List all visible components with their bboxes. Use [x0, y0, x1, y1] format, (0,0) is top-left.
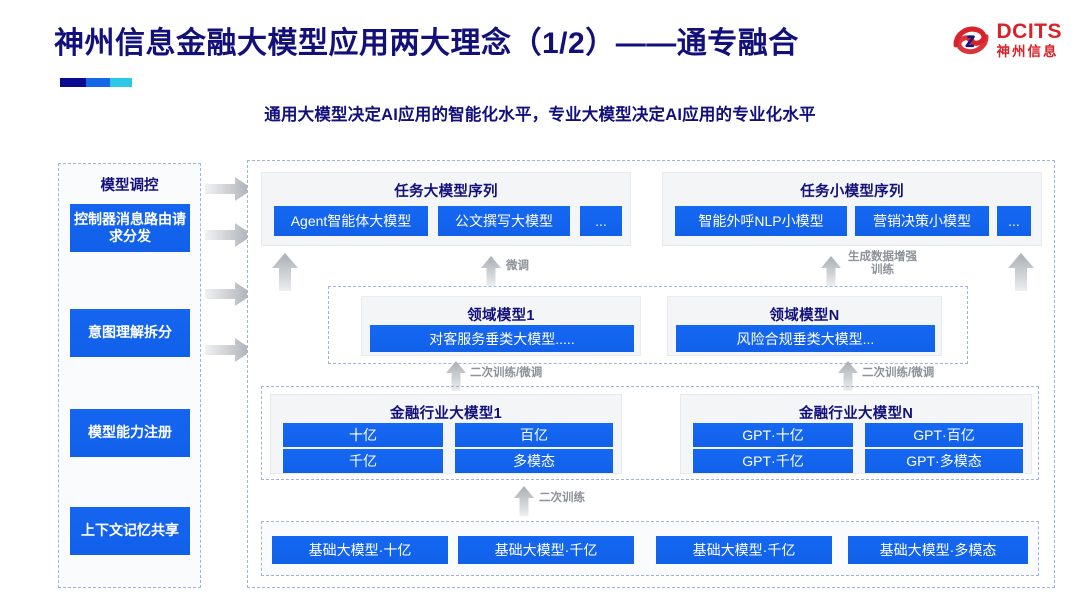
- dcits-logo: DCITS 神州信息: [951, 20, 1063, 60]
- industry-model-n-group: 金融行业大模型N GPT·十亿 GPT·百亿 GPT·千亿 GPT·多模态: [680, 394, 1032, 474]
- logo-swirl-icon: [953, 26, 988, 55]
- base-model-chip-3[interactable]: 基础大模型·千亿: [656, 536, 832, 564]
- domain-model-n-chip[interactable]: 风险合规垂类大模型...: [676, 325, 935, 352]
- industry-model-band: 金融行业大模型1 十亿 百亿 千亿 多模态 金融行业大模型N GPT·十亿 GP…: [261, 386, 1039, 480]
- control-panel: 模型调控 控制器消息路由请求分发 意图理解拆分 模型能力注册 上下文记忆共享: [58, 163, 201, 588]
- arrow-up-icon-data-augment: [821, 256, 841, 286]
- logo-text-en: DCITS: [996, 20, 1062, 44]
- task-large-model-chip-3[interactable]: ...: [580, 206, 622, 236]
- industry-model-n-chip-4[interactable]: GPT·多模态: [865, 449, 1023, 473]
- industry-model-1-chip-2[interactable]: 百亿: [455, 423, 613, 447]
- industry-model-1-group: 金融行业大模型1 十亿 百亿 千亿 多模态: [270, 394, 622, 474]
- industry-model-1-chip-1[interactable]: 十亿: [283, 423, 443, 447]
- arrow-right-icon-3: [205, 282, 253, 306]
- domain-model-1-group: 领域模型1 对客服务垂类大模型.....: [361, 296, 641, 356]
- accent-segment-3: [110, 78, 132, 87]
- control-item-router[interactable]: 控制器消息路由请求分发: [70, 204, 190, 252]
- page-subtitle: 通用大模型决定AI应用的智能化水平，专业大模型决定AI应用的专业化水平: [264, 106, 816, 124]
- architecture-container: 任务大模型序列 Agent智能体大模型 公文撰写大模型 ... 任务小模型序列 …: [247, 160, 1055, 588]
- logo-text-cn: 神州信息: [996, 44, 1059, 60]
- industry-model-1-title: 金融行业大模型1: [390, 406, 502, 422]
- base-model-chip-2[interactable]: 基础大模型·千亿: [458, 536, 634, 564]
- control-item-register[interactable]: 模型能力注册: [70, 409, 190, 457]
- task-small-model-title: 任务小模型序列: [800, 184, 904, 200]
- domain-model-n-title: 领域模型N: [769, 308, 840, 324]
- caption-retrain: 二次训练: [539, 492, 585, 504]
- domain-model-band: 领域模型1 对客服务垂类大模型..... 领域模型N 风险合规垂类大模型...: [328, 286, 968, 364]
- arrow-up-icon-retrain: [514, 486, 534, 516]
- task-small-model-chip-1[interactable]: 智能外呼NLP小模型: [675, 206, 847, 236]
- task-large-model-group: 任务大模型序列 Agent智能体大模型 公文撰写大模型 ...: [261, 172, 631, 246]
- arrow-right-icon-1: [205, 177, 253, 201]
- arrow-right-icon-4: [205, 338, 253, 362]
- arrow-up-icon-retrain-left: [446, 361, 466, 391]
- industry-model-1-chip-4[interactable]: 多模态: [455, 449, 613, 473]
- domain-model-1-chip[interactable]: 对客服务垂类大模型.....: [370, 325, 634, 352]
- caption-fine-tune: 微调: [506, 260, 529, 272]
- accent-bar: [60, 78, 132, 87]
- task-small-model-chip-2[interactable]: 营销决策小模型: [855, 206, 989, 236]
- base-model-chip-1[interactable]: 基础大模型·十亿: [272, 536, 448, 564]
- accent-segment-1: [60, 78, 86, 87]
- domain-model-1-title: 领域模型1: [467, 308, 535, 324]
- task-large-model-chip-1[interactable]: Agent智能体大模型: [274, 206, 428, 236]
- industry-model-n-chip-3[interactable]: GPT·千亿: [693, 449, 853, 473]
- task-small-model-group: 任务小模型序列 智能外呼NLP小模型 营销决策小模型 ...: [662, 172, 1042, 246]
- page-title: 神州信息金融大模型应用两大理念（1/2）——通专融合: [54, 27, 799, 60]
- arrow-up-icon-task-right: [1008, 253, 1034, 291]
- control-item-context[interactable]: 上下文记忆共享: [70, 507, 190, 555]
- arrow-up-icon-retrain-right: [838, 361, 858, 391]
- base-model-chip-4[interactable]: 基础大模型·多模态: [848, 536, 1028, 564]
- control-panel-title: 模型调控: [100, 178, 159, 194]
- industry-model-1-chip-3[interactable]: 千亿: [283, 449, 443, 473]
- caption-data-augment: 生成数据增强 训练: [848, 251, 917, 277]
- base-model-band: 基础大模型·十亿 基础大模型·千亿 基础大模型·千亿 基础大模型·多模态: [261, 521, 1039, 576]
- caption-retrain-finetune-right: 二次训练/微调: [862, 367, 935, 379]
- domain-model-n-group: 领域模型N 风险合规垂类大模型...: [667, 296, 942, 356]
- arrow-up-icon-task-left: [272, 253, 298, 291]
- accent-segment-2: [86, 78, 110, 87]
- industry-model-n-chip-1[interactable]: GPT·十亿: [693, 423, 853, 447]
- control-item-intent[interactable]: 意图理解拆分: [70, 309, 190, 357]
- task-large-model-title: 任务大模型序列: [394, 184, 498, 200]
- industry-model-n-chip-2[interactable]: GPT·百亿: [865, 423, 1023, 447]
- industry-model-n-title: 金融行业大模型N: [798, 406, 914, 422]
- arrow-right-icon-2: [205, 223, 253, 247]
- caption-retrain-finetune-left: 二次训练/微调: [470, 367, 543, 379]
- arrow-up-icon-finetune: [481, 256, 501, 286]
- task-large-model-chip-2[interactable]: 公文撰写大模型: [438, 206, 570, 236]
- task-small-model-chip-3[interactable]: ...: [997, 206, 1031, 236]
